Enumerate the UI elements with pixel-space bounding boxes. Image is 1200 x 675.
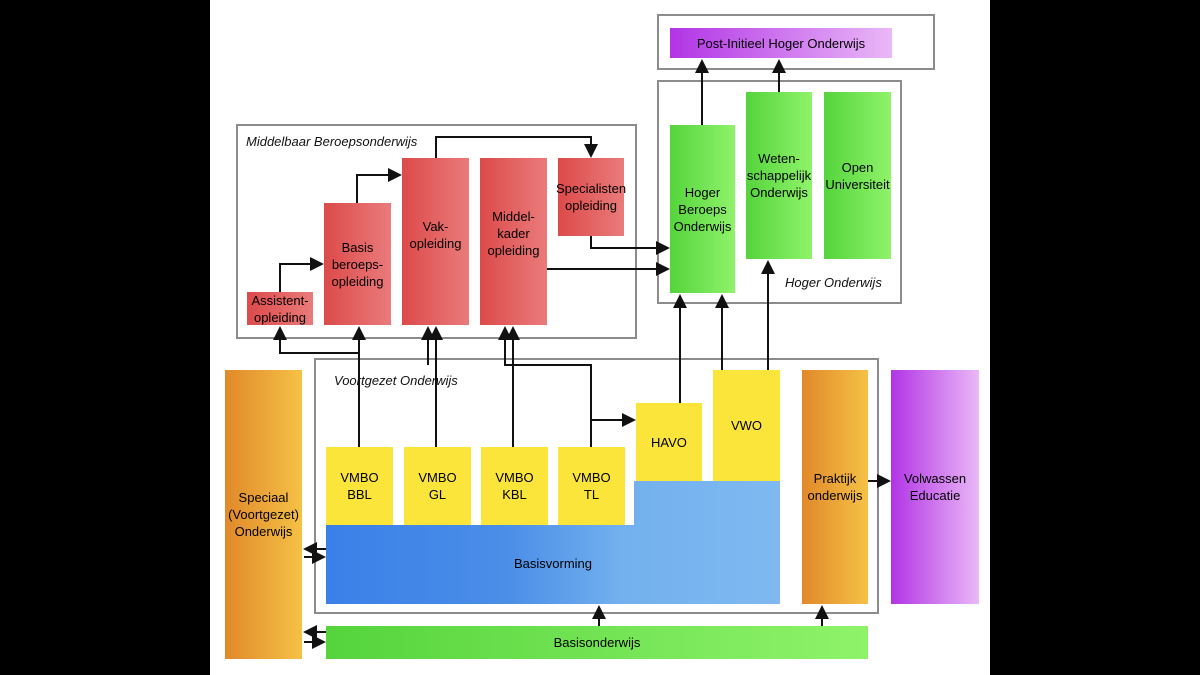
arrow-tl-middelkader bbox=[498, 326, 592, 447]
vmbo-bbl-box: VMBO BBL bbox=[326, 447, 393, 525]
arrow-vak-specialisten bbox=[435, 136, 598, 158]
vmbo-tl-box: VMBO TL bbox=[558, 447, 625, 525]
praktijkonderwijs-box: Praktijk onderwijs bbox=[802, 370, 868, 604]
vmbo-kbl-box: VMBO KBL bbox=[481, 447, 548, 525]
post-initieel-box: Post-Initieel Hoger Onderwijs bbox=[670, 28, 892, 58]
middelkader-opleiding-box: Middel- kader opleiding bbox=[480, 158, 547, 325]
specialisten-opleiding-box: Specialisten opleiding bbox=[556, 158, 626, 236]
connector-arrows bbox=[273, 59, 891, 649]
post-initieel-frame bbox=[657, 14, 935, 70]
mbo-section-label: Middelbaar Beroepsonderwijs bbox=[246, 134, 418, 149]
arrow-bbl-assistent bbox=[273, 326, 360, 447]
basis-beroeps-opleiding-box: Basis beroeps- opleiding bbox=[324, 203, 391, 325]
vak-opleiding-box: Vak- opleiding bbox=[402, 158, 469, 325]
havo-box: HAVO bbox=[636, 403, 702, 481]
assistent-opleiding-box: Assistent- opleiding bbox=[247, 292, 313, 325]
basisonderwijs-box: Basisonderwijs bbox=[326, 626, 868, 659]
arrow-basis-vak bbox=[356, 168, 402, 203]
arrow-specialisten-hbo bbox=[590, 236, 670, 255]
hbo-box: Hoger Beroeps Onderwijs bbox=[670, 125, 735, 293]
vmbo-gl-box: VMBO GL bbox=[404, 447, 471, 525]
ho-section-label: Hoger Onderwijs bbox=[785, 275, 882, 290]
diagram-canvas: Middelbaar Beroepsonderwijs Hoger Onderw… bbox=[210, 0, 990, 675]
speciaal-onderwijs-box: Speciaal (Voortgezet) Onderwijs bbox=[225, 370, 302, 659]
wo-box: Weten- schappelijk Onderwijs bbox=[746, 92, 812, 259]
vo-section-label: Voortgezet Onderwijs bbox=[334, 373, 458, 388]
vwo-box: VWO bbox=[713, 370, 780, 481]
open-universiteit-box: Open Universiteit bbox=[824, 92, 891, 259]
volwassen-educatie-box: Volwassen Educatie bbox=[891, 370, 979, 604]
arrow-assistent-basis bbox=[279, 257, 324, 292]
